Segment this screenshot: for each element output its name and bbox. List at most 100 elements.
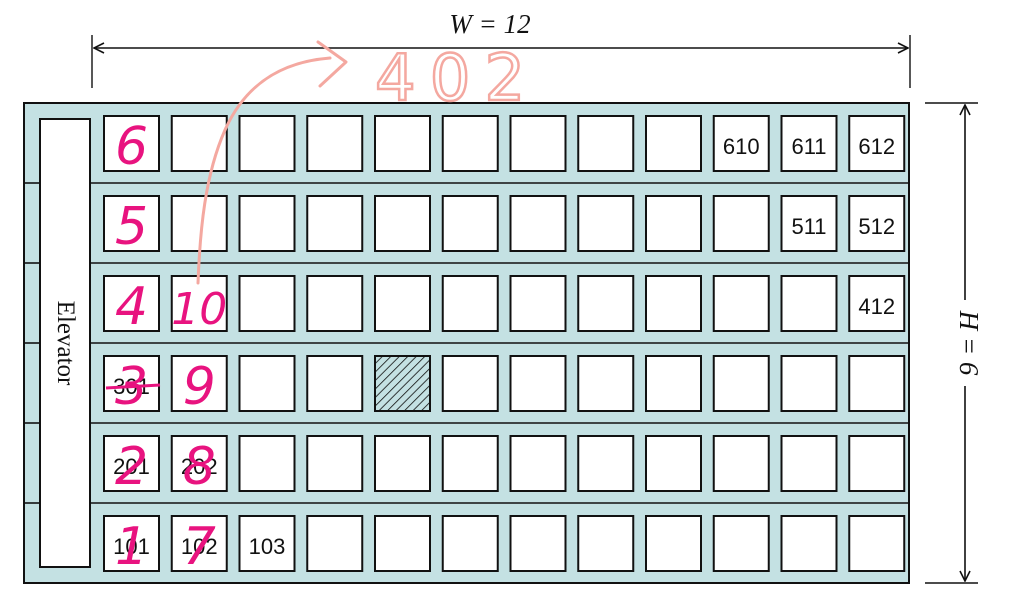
room-box [645,355,702,412]
annotation-count: 4 [115,277,148,337]
room-box [374,115,431,172]
room-box [645,515,702,572]
room-box [848,115,906,172]
annotation-count: 9 [183,357,216,417]
room-box [509,355,567,412]
room-number: 101 [113,534,150,559]
room-box [645,115,702,172]
room-number: 202 [181,454,218,479]
room-number: 610 [723,134,760,159]
room-number: 611 [791,134,826,159]
room-box [509,275,567,332]
room-box [170,515,228,572]
room-box [103,355,160,412]
room-box [238,275,296,332]
room-box [780,435,838,492]
room-box [645,195,702,252]
room-box [780,195,838,252]
room-box [441,195,499,252]
room-box [577,355,635,412]
room-box [645,275,702,332]
room-box [374,195,431,252]
room-box [577,195,635,252]
room-box [509,515,567,572]
room-box [848,515,906,572]
room-box [170,435,228,492]
room-box [780,355,838,412]
room-box [238,195,296,252]
room-box [170,355,228,412]
room-box [509,195,567,252]
height-label: H = 6 [954,310,984,376]
room-box [306,115,364,172]
room-number: 102 [181,534,218,559]
width-label: W = 12 [449,9,530,39]
height-dimension: H = 6 [925,102,984,584]
room-box [577,275,635,332]
room-number: 612 [858,134,895,159]
room-number: 201 [113,454,150,479]
strike-301 [105,383,161,390]
room-box [509,435,567,492]
room-box [712,115,770,172]
room-number: 512 [858,214,895,239]
room-box [103,275,160,332]
room-box [103,195,160,252]
room-box [712,435,770,492]
room-box [848,435,906,492]
room-box [848,275,906,332]
annotation-count: 3 [115,357,148,417]
room-box [238,435,296,492]
annotation-count: 8 [183,437,216,497]
room-box [441,355,499,412]
room-number: 511 [791,214,826,239]
room-box [441,115,499,172]
room-box [103,515,160,572]
annotation-count: 2 [115,437,148,497]
room-box [441,275,499,332]
room-box [374,275,431,332]
room-box [712,355,770,412]
room-box [441,435,499,492]
annotation-count: 7 [183,517,216,577]
annotation-count: 1 [115,517,148,577]
room-box [103,435,160,492]
room-box [848,195,906,252]
room-box [170,115,228,172]
annotation-count: 5 [115,197,148,257]
room-box [780,515,838,572]
room-box [712,195,770,252]
room-box [712,515,770,572]
annotation-target-room: 402 [375,42,539,116]
room-box [577,515,635,572]
room-box [306,515,364,572]
room-box [238,355,296,412]
annotation-arrow-curve [196,56,332,285]
room-box [238,115,296,172]
annotation-count: 10 [171,284,227,335]
annotation-count: 6 [115,117,148,177]
room-box [645,435,702,492]
room-box [374,515,431,572]
annotation-arrow-head [316,40,348,88]
room-box [577,115,635,172]
room-box [238,515,296,572]
room-box [306,195,364,252]
room-box [306,435,364,492]
room-box [374,435,431,492]
room-box [306,355,364,412]
room-box [712,275,770,332]
handwritten-annotations: 402 6 5 4 3 2 1 10 9 8 7 [105,40,539,577]
room-box [577,435,635,492]
floor-dividers [24,182,909,504]
occupied-room [374,355,431,412]
room-box [848,355,906,412]
elevator-label: Elevator [52,301,79,386]
room-box [780,115,838,172]
room-box [441,515,499,572]
room-box [780,275,838,332]
room-box [509,115,567,172]
